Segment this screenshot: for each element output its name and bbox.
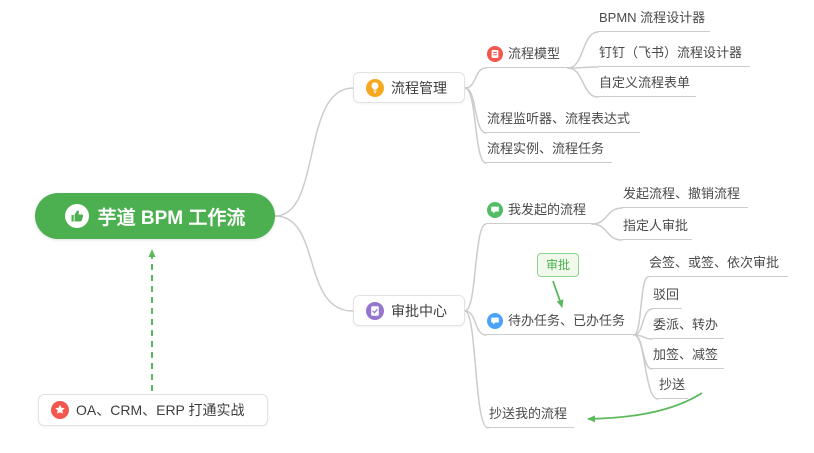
node-delegate-transfer[interactable]: 委派、转办: [652, 316, 724, 339]
connector-line: [464, 310, 487, 336]
lightbulb-icon: [366, 78, 384, 97]
node-label: 流程实例、流程任务: [487, 141, 605, 156]
node-label: 驳回: [653, 287, 680, 302]
connector-line: [274, 87, 354, 217]
node-label: 委派、转办: [653, 317, 719, 332]
connector-line: [633, 334, 659, 400]
branch-label: 审批中心: [391, 302, 447, 319]
star-icon: [51, 401, 69, 419]
connector-line: [591, 207, 623, 225]
connector-line: [464, 310, 489, 429]
node-start-cancel-process[interactable]: 发起流程、撤销流程: [622, 185, 748, 208]
node-countersign-or-sequential[interactable]: 会签、或签、依次审批: [648, 254, 788, 277]
node-reject[interactable]: 驳回: [652, 286, 683, 309]
node-add-reduce-sign[interactable]: 加签、减签: [652, 346, 724, 369]
clipboard-check-icon: [366, 301, 384, 320]
connector-line: [464, 87, 487, 164]
gray-connectors: [274, 31, 659, 429]
node-label: 流程监听器、流程表达式: [487, 111, 631, 126]
node-listener-expression[interactable]: 流程监听器、流程表达式: [486, 110, 640, 133]
node-label: BPMN 流程设计器: [599, 10, 706, 25]
node-label: 自定义流程表单: [599, 75, 691, 90]
connector-line: [274, 215, 354, 312]
node-label: 流程模型: [508, 46, 561, 61]
branch-label: 流程管理: [391, 79, 447, 96]
approval-badge[interactable]: 审批: [537, 253, 580, 277]
node-label: 抄送: [659, 377, 686, 392]
root-node[interactable]: 芋道 BPM 工作流: [35, 193, 275, 239]
node-custom-form[interactable]: 自定义流程表单: [598, 74, 696, 97]
node-label: 抄送我的流程: [489, 406, 568, 421]
document-icon: [487, 45, 503, 62]
connector-line: [633, 308, 653, 336]
connector-line: [464, 67, 487, 89]
connector-line: [567, 67, 599, 98]
branch-approval-center[interactable]: 审批中心: [353, 295, 465, 326]
connector-line: [464, 223, 487, 312]
node-dingtalk-feishu-designer[interactable]: 钉钉（飞书）流程设计器: [598, 44, 750, 67]
connector-line: [591, 223, 623, 241]
connector-line: [567, 31, 599, 69]
chat-bubble-icon: [487, 312, 503, 329]
node-label: 发起流程、撤销流程: [623, 186, 741, 201]
node-label: 加签、减签: [653, 347, 719, 362]
green-arrows: [148, 249, 703, 423]
node-cc-my-process[interactable]: 抄送我的流程: [488, 405, 574, 428]
connector-line: [633, 276, 649, 336]
node-process-model[interactable]: 流程模型: [486, 45, 568, 68]
cc-flow-arrow: [587, 392, 703, 423]
node-label: 钉钉（飞书）流程设计器: [599, 45, 743, 60]
node-label: 我发起的流程: [508, 202, 587, 217]
node-label: 待办任务、已办任务: [508, 313, 626, 328]
node-assignee-approval[interactable]: 指定人审批: [622, 217, 692, 240]
node-instance-task[interactable]: 流程实例、流程任务: [486, 140, 612, 163]
chat-bubble-icon: [487, 201, 503, 218]
badge-label: 审批: [546, 258, 571, 272]
node-label: 会签、或签、依次审批: [649, 255, 780, 270]
approval-flow-arrow: [552, 280, 564, 308]
thumbs-up-icon: [64, 204, 89, 228]
branch-process-management[interactable]: 流程管理: [353, 72, 465, 103]
root-label: 芋道 BPM 工作流: [97, 207, 246, 229]
node-todo-done-task[interactable]: 待办任务、已办任务: [486, 312, 634, 335]
node-my-started-process[interactable]: 我发起的流程: [486, 201, 592, 224]
practice-label: OA、CRM、ERP 打通实战: [76, 402, 245, 418]
node-cc[interactable]: 抄送: [658, 376, 689, 399]
practice-box[interactable]: OA、CRM、ERP 打通实战: [38, 394, 268, 426]
node-label: 指定人审批: [623, 218, 689, 233]
node-bpmn-designer[interactable]: BPMN 流程设计器: [598, 9, 710, 32]
